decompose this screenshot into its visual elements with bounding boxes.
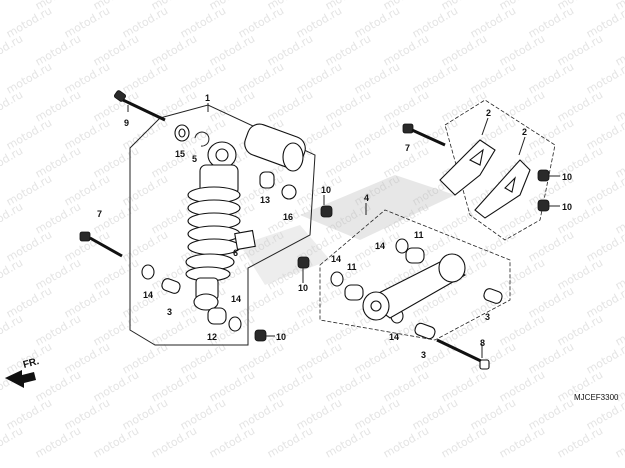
watermark-text: motod.ru xyxy=(33,424,83,460)
shock-absorber xyxy=(185,123,306,311)
callout-3-c: 3 xyxy=(421,350,426,360)
watermark-text: motod.ru xyxy=(584,116,625,152)
watermark-text: motod.ru xyxy=(91,424,141,460)
linkage-group-outline xyxy=(319,209,511,341)
callout-1: 1 xyxy=(205,93,210,103)
callout-8: 8 xyxy=(480,338,485,348)
callout-14-c: 14 xyxy=(375,241,385,251)
callout-7-b: 7 xyxy=(405,143,410,153)
watermark-text: motod.ru xyxy=(497,424,547,460)
watermark-text: motod.ru xyxy=(0,200,25,236)
bolt-9 xyxy=(113,90,166,122)
callout-16: 16 xyxy=(283,212,293,222)
watermark-text: motod.ru xyxy=(555,424,605,460)
callout-4: 4 xyxy=(364,193,369,203)
watermark-text: motod.ru xyxy=(613,424,625,460)
collar-3a xyxy=(161,278,181,294)
parts-small xyxy=(141,124,550,342)
nut-10a xyxy=(320,205,333,218)
seal-16 xyxy=(281,184,297,200)
callout-14-e: 14 xyxy=(389,332,399,342)
bushing-11a xyxy=(344,284,364,301)
bracket-group-outline xyxy=(444,99,556,241)
bolt-7-right xyxy=(402,123,446,147)
watermark-text: motod.ru xyxy=(381,424,431,460)
bushing-12 xyxy=(207,307,227,325)
callout-11-b: 11 xyxy=(414,230,424,240)
watermark-text: motod.ru xyxy=(584,340,625,376)
collar-3c xyxy=(414,322,436,340)
watermark-text: motod.ru xyxy=(323,424,373,460)
watermark-text: motod.ru xyxy=(265,424,315,460)
callout-9: 9 xyxy=(124,118,129,128)
callout-5: 5 xyxy=(192,154,197,164)
seal-14d xyxy=(330,271,344,287)
spring xyxy=(185,186,241,282)
callout-11-a: 11 xyxy=(347,262,357,272)
watermark-text: motod.ru xyxy=(149,424,199,460)
watermark-text: motod.ru xyxy=(207,424,257,460)
collar-3b xyxy=(483,288,503,304)
callout-3-b: 3 xyxy=(485,312,490,322)
callout-2-b: 2 xyxy=(522,127,527,137)
watermark-text: motod.ru xyxy=(584,228,625,264)
watermark-text: motod.ru xyxy=(584,284,625,320)
watermark-text: motod.ru xyxy=(584,60,625,96)
leader-lines xyxy=(127,103,560,358)
callout-3-a: 3 xyxy=(167,307,172,317)
callout-10-b: 10 xyxy=(276,332,286,342)
callout-2-a: 2 xyxy=(486,108,491,118)
diagram-code: MJCEF3300 xyxy=(574,393,619,402)
watermark-text: motod.ru xyxy=(0,424,25,460)
nut-10d xyxy=(537,199,550,212)
watermark-text: motod.ru xyxy=(0,312,25,348)
seal-14a xyxy=(141,264,155,280)
callout-14-d: 14 xyxy=(331,254,341,264)
bushing-11b xyxy=(405,247,425,264)
callout-10-e: 10 xyxy=(298,283,308,293)
front-direction-arrow: FR. xyxy=(5,356,41,388)
watermark-text: motod.ru xyxy=(439,424,489,460)
seal-14c xyxy=(395,238,409,254)
bracket-2a xyxy=(439,139,496,196)
callout-12: 12 xyxy=(207,332,217,342)
callout-numbers: 1 2 2 3 3 3 4 5 6 7 7 8 9 10 10 10 10 10… xyxy=(97,93,572,360)
direction-label: FR. xyxy=(22,356,41,371)
seal-14b xyxy=(228,316,242,332)
watermark-text: motod.ru xyxy=(584,4,625,40)
shaded-band xyxy=(240,175,455,285)
callout-7-a: 7 xyxy=(97,209,102,219)
callout-14-a: 14 xyxy=(143,290,153,300)
callout-10-a: 10 xyxy=(321,185,331,195)
callout-10-d: 10 xyxy=(562,202,572,212)
callout-10-c: 10 xyxy=(562,172,572,182)
bracket-2b xyxy=(474,159,531,219)
callout-13: 13 xyxy=(260,195,270,205)
bolt-7-left xyxy=(79,231,123,258)
bolt-8 xyxy=(436,338,490,370)
watermark-text: motod.ru xyxy=(0,256,25,292)
watermark-text: motod.ru xyxy=(0,0,25,13)
nut-10b xyxy=(254,329,267,342)
callout-14-b: 14 xyxy=(231,294,241,304)
label-6 xyxy=(234,229,256,251)
link-arm xyxy=(362,253,467,321)
nut-10c xyxy=(537,169,550,182)
watermark-text: motod.ru xyxy=(0,144,25,180)
watermark-text: motod.ru xyxy=(0,32,25,68)
callout-15: 15 xyxy=(175,149,185,159)
callout-6: 6 xyxy=(233,248,238,258)
circlip-5 xyxy=(194,131,210,147)
watermark-text: motod.ru xyxy=(0,88,25,124)
watermark-text: motod.ru xyxy=(584,172,625,208)
bushing-13 xyxy=(259,171,275,189)
nut-10e xyxy=(297,256,310,269)
